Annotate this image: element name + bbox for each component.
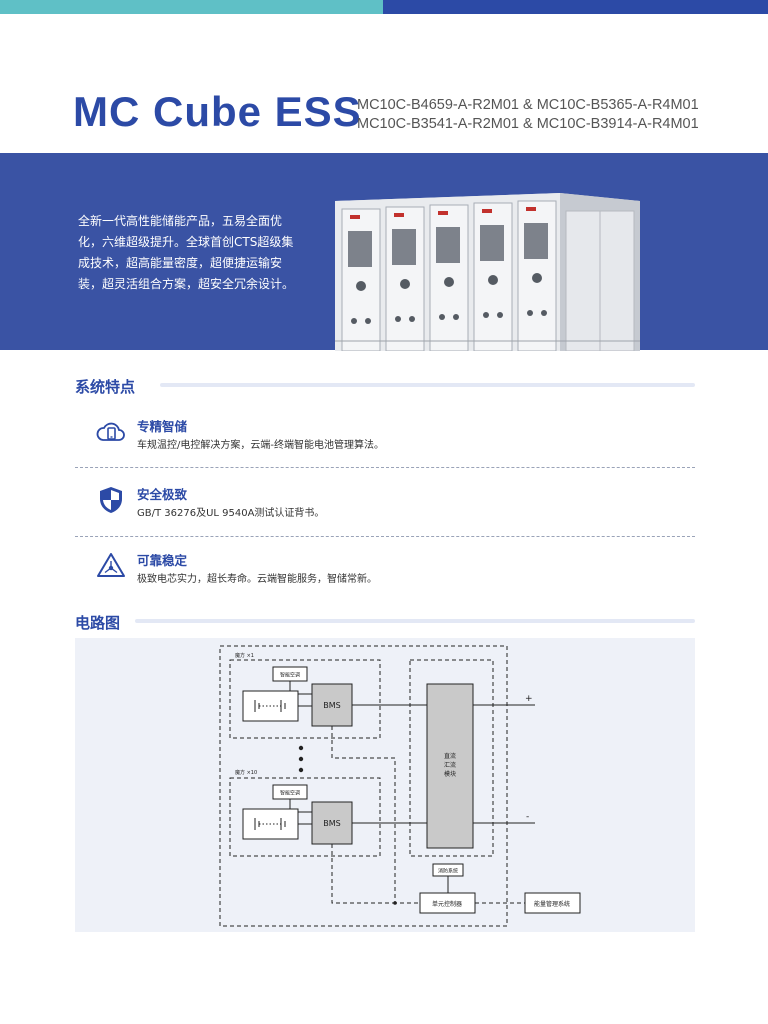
bms-box-2: [311, 801, 353, 845]
feature-item-1: 专精智储 车规温控/电控解决方案，云端-终端智能电池管理算法。: [75, 416, 695, 476]
feature-title: 专精智储: [137, 419, 188, 434]
top-accent-bar-blue: [383, 0, 768, 14]
cube-10-boundary: [229, 777, 381, 857]
cube-10-label: 魔方 ×10: [235, 769, 257, 776]
model-line-2: MC10C-B3541-A-R2M01 & MC10C-B3914-A-R4M0…: [357, 116, 699, 132]
circuit-heading-rule: [135, 619, 695, 623]
plus-terminal: +: [525, 694, 533, 704]
ems-label: 能量管理系统: [534, 900, 570, 908]
bms-label-2: BMS: [323, 819, 340, 828]
cloud-phone-icon: [96, 422, 125, 441]
features-heading: 系统特点: [75, 378, 136, 396]
ac-label-2: 智能空调: [280, 790, 300, 797]
feature-desc: 车规温控/电控解决方案，云端-终端智能电池管理算法。: [137, 440, 384, 451]
fire-system-label: 消防系统: [438, 868, 458, 875]
triangle-network-icon: [97, 553, 125, 577]
ac-label-1: 智能空调: [280, 672, 300, 679]
circuit-diagram: 魔方 ×1 智能空调 BMS 魔方 ×10 智能空调: [75, 638, 695, 932]
feature-desc: 极致电芯实力，超长寿命。云端智能服务，智储常新。: [137, 574, 377, 585]
battery-container-image: [335, 193, 640, 351]
dc-module-label-3: 模块: [444, 770, 456, 778]
divider: [75, 467, 695, 468]
feature-title: 可靠稳定: [137, 553, 188, 568]
dc-module-label-2: 汇流: [444, 761, 456, 769]
model-line-1: MC10C-B4659-A-R2M01 & MC10C-B5365-A-R4M0…: [357, 97, 699, 113]
feature-item-2: 安全极致 GB/T 36276及UL 9540A测试认证背书。: [75, 484, 695, 544]
cube-1-boundary: [229, 659, 381, 739]
outer-boundary: [219, 645, 508, 927]
dc-module-box: [426, 683, 474, 849]
shield-icon: [100, 487, 122, 513]
model-numbers: MC10C-B4659-A-R2M01 & MC10C-B5365-A-R4M0…: [357, 96, 699, 134]
divider: [75, 536, 695, 537]
page-title: MC Cube ESS: [73, 88, 362, 135]
bms-label-1: BMS: [323, 701, 340, 710]
circuit-heading: 电路图: [75, 614, 121, 632]
feature-item-3: 可靠稳定 极致电芯实力，超长寿命。云端智能服务，智储常新。: [75, 550, 695, 610]
minus-terminal: -: [526, 812, 529, 822]
circuit-diagram-svg: 魔方 ×1 智能空调 BMS 魔方 ×10 智能空调: [219, 645, 581, 927]
hero-banner: 全新一代高性能储能产品，五易全面优化，六维超级提升。全球首创CTS超级集成技术，…: [0, 153, 768, 351]
feature-desc: GB/T 36276及UL 9540A测试认证背书。: [137, 508, 325, 519]
top-accent-bar-teal: [0, 0, 383, 14]
hero-description: 全新一代高性能储能产品，五易全面优化，六维超级提升。全球首创CTS超级集成技术，…: [78, 214, 295, 291]
ems-box: [524, 892, 581, 914]
unit-controller-label: 单元控制器: [432, 900, 462, 908]
feature-title: 安全极致: [137, 487, 188, 502]
dc-module-label-1: 直流: [444, 752, 456, 760]
features-heading-rule: [160, 383, 695, 387]
cube-1-label: 魔方 ×1: [235, 652, 254, 659]
